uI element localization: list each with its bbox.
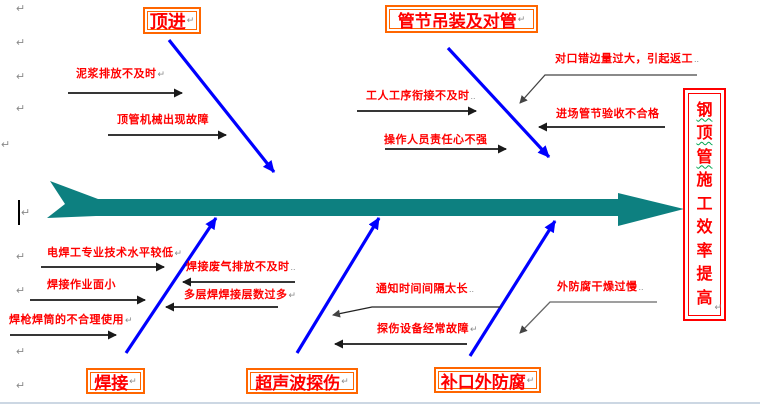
paragraph-mark: .. [469, 284, 475, 294]
paragraph-mark: .. [694, 54, 700, 64]
goal-char: 钢 [696, 101, 713, 119]
text-cursor[interactable] [18, 200, 20, 225]
paragraph-mark: ↵ [16, 37, 26, 49]
leader-misalignment[interactable] [519, 74, 697, 104]
category-label: 补口外防腐 [440, 372, 526, 392]
cause-label[interactable]: 工人工序衔接不及时.. [366, 90, 476, 102]
paragraph-mark: .. [638, 282, 644, 292]
cause-label[interactable]: 通知时间间隔太长.. [376, 283, 475, 295]
cause-label[interactable]: 焊枪焊筒的不合理使用↵ [9, 314, 133, 326]
category-label: 超声波探伤 [255, 373, 341, 393]
branch-welding-arrow[interactable] [124, 217, 218, 354]
cause-label[interactable]: 外防腐干燥过慢.. [557, 281, 644, 293]
category-label: 顶进 [149, 11, 186, 32]
cause-label[interactable]: 顶管机械出现故障 [117, 114, 209, 126]
branch-jacking-arrow[interactable] [167, 39, 276, 173]
paragraph-mark: ↵ [341, 375, 349, 386]
category-box-ultrasonic[interactable]: 超声波探伤↵ [246, 368, 358, 394]
paragraph-mark: ↵ [517, 13, 526, 24]
goal-box[interactable]: 钢 顶 管 施 工 效 率 提 高 ↵ [683, 88, 726, 321]
goal-char: 管 [696, 148, 713, 166]
paragraph-mark: ↵ [174, 248, 183, 258]
cause-label[interactable]: 操作人员责任心不强 [384, 134, 488, 146]
paragraph-mark: ↵ [16, 251, 26, 263]
cause-label[interactable]: 探伤设备经常故障↵ [377, 323, 478, 335]
goal-char: 效 [696, 219, 713, 236]
page-edge-line [0, 402, 760, 404]
paragraph-mark: ↵ [16, 71, 26, 83]
cause-label[interactable]: 多层焊焊接层数过多↵ [184, 289, 297, 301]
cause-label[interactable]: 进场管节验收不合格 [556, 108, 660, 120]
paragraph-mark: ↵ [16, 3, 26, 15]
paragraph-mark: ↵ [16, 285, 26, 297]
paragraph-mark: .. [470, 91, 476, 101]
paragraph-mark: ↵ [16, 380, 26, 392]
category-box-hoisting[interactable]: 管节吊装及对管↵ [385, 5, 538, 33]
cause-label[interactable]: 对口错边量过大，引起返工.. [555, 53, 700, 65]
paragraph-mark: .. [290, 262, 296, 272]
paragraph-mark: ↵ [125, 315, 133, 325]
category-label: 管节吊装及对管 [397, 11, 517, 31]
paragraph-mark: ↵ [16, 103, 26, 115]
leader-notice-interval[interactable] [332, 306, 500, 318]
paragraph-mark: ↵ [1, 139, 11, 151]
goal-char: 提 [696, 266, 713, 283]
goal-char: 施 [696, 172, 713, 189]
branch-ultrasonic-arrow[interactable] [295, 217, 381, 354]
paragraph-mark: ↵ [526, 374, 535, 385]
paragraph-mark: ↵ [288, 290, 297, 300]
paragraph-mark: ↵ [186, 15, 195, 25]
cause-label[interactable]: 电焊工专业技术水平较低↵ [47, 247, 183, 259]
goal-char: 高 [696, 289, 713, 307]
goal-char: 顶 [696, 125, 713, 142]
paragraph-mark: ↵ [714, 302, 722, 312]
spine-arrow[interactable] [47, 181, 684, 226]
category-box-joint[interactable]: 补口外防腐↵ [434, 367, 541, 393]
category-box-jacking[interactable]: 顶进↵ [143, 7, 201, 34]
cause-label[interactable]: 焊接作业面小 [47, 279, 116, 291]
goal-char: 率 [696, 242, 713, 260]
category-label: 焊接 [94, 373, 129, 393]
cause-label[interactable]: 泥浆排放不及时↵ [76, 68, 166, 80]
branch-joint-arrow[interactable] [468, 220, 557, 357]
goal-char: 工 [696, 195, 713, 213]
branch-hoisting-arrow[interactable] [446, 46, 551, 159]
paragraph-mark: ↵ [16, 346, 26, 358]
category-box-welding[interactable]: 焊接↵ [86, 368, 145, 394]
paragraph-mark: ↵ [129, 375, 137, 386]
cause-label[interactable]: 焊接废气排放不及时.. [186, 261, 296, 273]
paragraph-mark: ↵ [470, 324, 478, 334]
paragraph-mark: ↵ [21, 207, 31, 219]
paragraph-mark: ↵ [157, 69, 166, 79]
leader-drying-slow[interactable] [519, 301, 657, 334]
